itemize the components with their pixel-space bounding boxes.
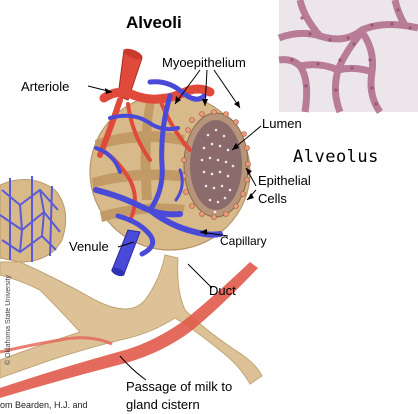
label-lumen: Lumen: [262, 117, 302, 130]
venule-main: [112, 230, 140, 274]
duct-system: [0, 255, 262, 398]
label-epithelial: Epithelial: [258, 174, 311, 187]
label-myoepithelium: Myoepithelium: [162, 56, 246, 69]
label-arteriole: Arteriole: [21, 80, 69, 93]
label-passage-line1: Passage of milk to: [126, 380, 232, 393]
micrograph-inset: [279, 0, 418, 112]
neighbor-alveolus: [0, 176, 66, 262]
lumen-cavity: [190, 120, 242, 210]
label-venule: Venule: [69, 240, 109, 253]
duct-tissue: [0, 255, 262, 384]
alveolus-heading: Alveolus: [293, 149, 379, 166]
diagram-title: Alveoli: [126, 14, 182, 31]
watermark: © Oklahoma State University: [5, 275, 12, 365]
label-duct: Duct: [209, 284, 236, 297]
source-credit: om Bearden, H.J. and: [0, 401, 88, 410]
label-capillary: Capillary: [220, 235, 267, 247]
label-epithelial-cells: Cells: [258, 192, 287, 205]
label-passage-line2: gland cistern: [126, 398, 200, 411]
